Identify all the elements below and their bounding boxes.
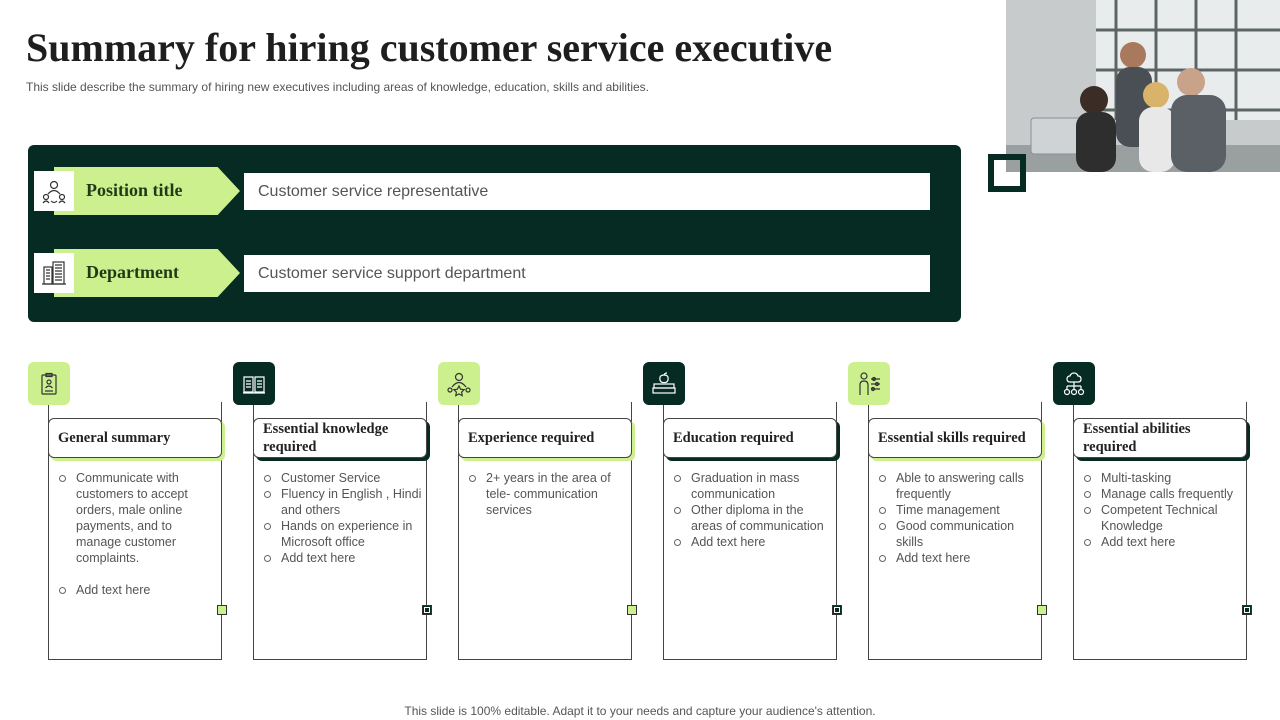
list-item: Customer Service [263,470,423,486]
card-bullet-list: Able to answering calls frequently Time … [878,470,1038,566]
list-item: Manage calls frequently [1083,486,1243,502]
position-title-value-field: Customer service representative [244,173,930,210]
card-connector-line [868,402,1042,660]
card-heading: Essential knowledge required [253,418,427,458]
list-item: Good communication skills [878,518,1038,550]
list-item: Time management [878,502,1038,518]
card-bullet-list: Multi-tasking Manage calls frequently Co… [1083,470,1243,550]
list-item: Hands on experience in Microsoft office [263,518,423,550]
card-bullet-list: Communicate with customers to accept ord… [58,470,218,598]
list-item: Add text here [878,550,1038,566]
department-value-field: Customer service support department [244,255,930,292]
position-title-label-bg [54,167,240,215]
list-item: Communicate with customers to accept ord… [58,470,218,566]
experience-required-card: Experience required 2+ years in the area… [438,362,658,662]
department-label-bg [54,249,240,297]
page-subtitle: This slide describe the summary of hirin… [26,80,649,94]
list-item: Competent Technical Knowledge [1083,502,1243,534]
card-corner-marker [1242,605,1252,615]
list-item: Add text here [58,582,218,598]
office-building-icon [34,253,74,293]
list-item: Graduation in mass communication [673,470,833,502]
person-settings-icon [848,362,890,405]
books-apple-icon [643,362,685,405]
photo-accent-frame [988,154,1026,192]
position-title-label: Position title [86,180,183,200]
essential-knowledge-card: Essential knowledge required Customer Se… [233,362,453,662]
card-connector-line [253,402,427,660]
education-required-card: Education required Graduation in mass co… [643,362,863,662]
team-star-icon [438,362,480,405]
essential-skills-card: Essential skills required Able to answer… [848,362,1068,662]
card-corner-marker [1037,605,1047,615]
card-connector-line [48,402,222,660]
list-item: Able to answering calls frequently [878,470,1038,502]
clipboard-icon [28,362,70,405]
brain-network-icon [1053,362,1095,405]
card-bullet-list: Customer Service Fluency in English , Hi… [263,470,423,566]
department-label: Department [86,262,179,282]
general-summary-card: General summary Communicate with custome… [28,362,248,662]
page-title: Summary for hiring customer service exec… [26,25,833,70]
list-item: Add text here [263,550,423,566]
list-item: Add text here [673,534,833,550]
list-item: Other diploma in the areas of communicat… [673,502,833,534]
card-corner-marker [832,605,842,615]
list-item: Add text here [1083,534,1243,550]
team-photo-illustration [1006,0,1280,172]
card-corner-marker [217,605,227,615]
team-photo [1006,0,1280,172]
essential-abilities-card: Essential abilities required Multi-taski… [1053,362,1273,662]
open-book-icon [233,362,275,405]
card-bullet-list: 2+ years in the area of tele- communicat… [468,470,628,518]
card-connector-line [663,402,837,660]
list-item: Multi-tasking [1083,470,1243,486]
card-connector-line [1073,402,1247,660]
position-title-value: Customer service representative [258,182,489,200]
list-item: 2+ years in the area of tele- communicat… [468,470,628,518]
card-heading: Essential skills required [868,418,1042,458]
department-value: Customer service support department [258,264,526,282]
card-corner-marker [627,605,637,615]
card-heading: Education required [663,418,837,458]
card-corner-marker [422,605,432,615]
card-connector-line [458,402,632,660]
card-heading: General summary [48,418,222,458]
people-network-icon [34,171,74,211]
footer-note: This slide is 100% editable. Adapt it to… [404,704,876,718]
card-bullet-list: Graduation in mass communication Other d… [673,470,833,550]
card-heading: Essential abilities required [1073,418,1247,458]
list-item: Fluency in English , Hindi and others [263,486,423,518]
card-heading: Experience required [458,418,632,458]
